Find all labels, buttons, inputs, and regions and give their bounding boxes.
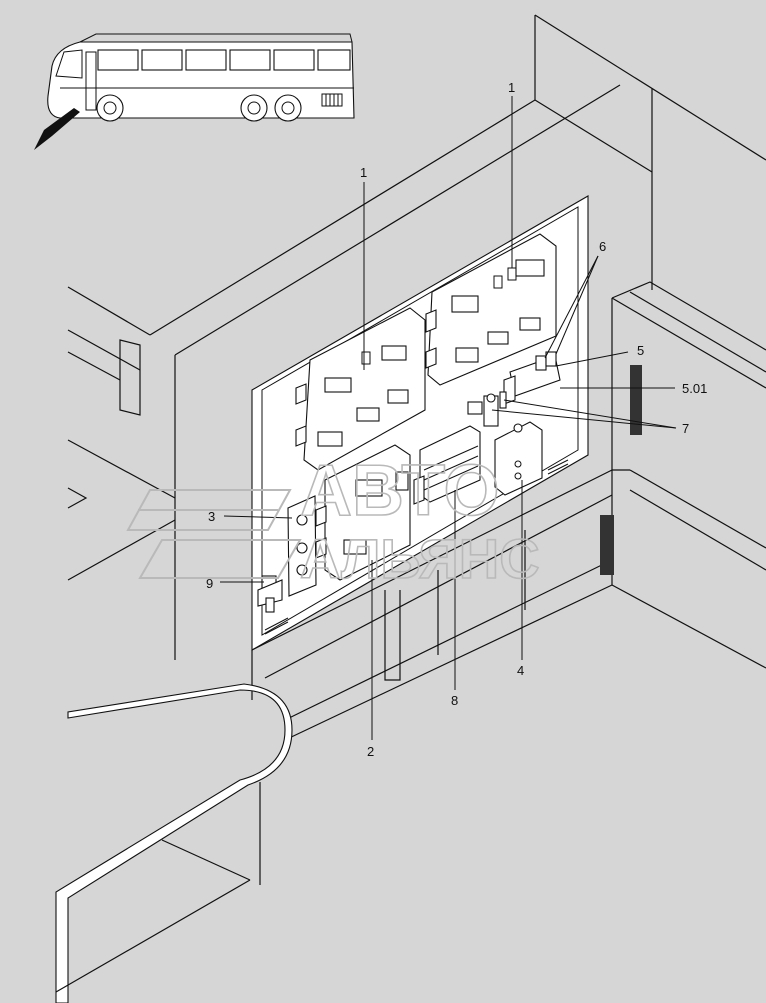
control-unit-right bbox=[425, 233, 557, 386]
watermark-line2: АЛЬЯНС bbox=[300, 527, 540, 590]
watermark-line1: АВТО bbox=[300, 451, 499, 531]
relay-block bbox=[503, 351, 561, 405]
location-arrow-icon bbox=[34, 108, 80, 150]
bus-thumbnail bbox=[34, 33, 355, 150]
cabin-structure bbox=[67, 14, 766, 669]
lower-shelf bbox=[55, 469, 613, 1003]
callout-labels: 1 1 6 5 5.01 7 3 9 4 8 2 bbox=[206, 80, 707, 759]
module-4 bbox=[494, 421, 543, 496]
callout-5: 5 bbox=[637, 343, 644, 358]
watermark: АВТО АЛЬЯНС bbox=[126, 450, 540, 591]
callout-1-right: 1 bbox=[508, 80, 515, 95]
leader-lines bbox=[220, 96, 677, 740]
callout-7: 7 bbox=[682, 421, 689, 436]
callout-6: 6 bbox=[599, 239, 606, 254]
callout-4: 4 bbox=[517, 663, 524, 678]
callout-9: 9 bbox=[206, 576, 213, 591]
callout-8: 8 bbox=[451, 693, 458, 708]
side-vents bbox=[600, 365, 642, 575]
control-unit-left bbox=[295, 307, 426, 471]
callout-3: 3 bbox=[208, 509, 215, 524]
callout-1-left: 1 bbox=[360, 165, 367, 180]
bracket-3-9 bbox=[257, 495, 317, 613]
callout-5-01: 5.01 bbox=[682, 381, 707, 396]
fuse-box-8 bbox=[413, 425, 481, 505]
callout-2: 2 bbox=[367, 744, 374, 759]
